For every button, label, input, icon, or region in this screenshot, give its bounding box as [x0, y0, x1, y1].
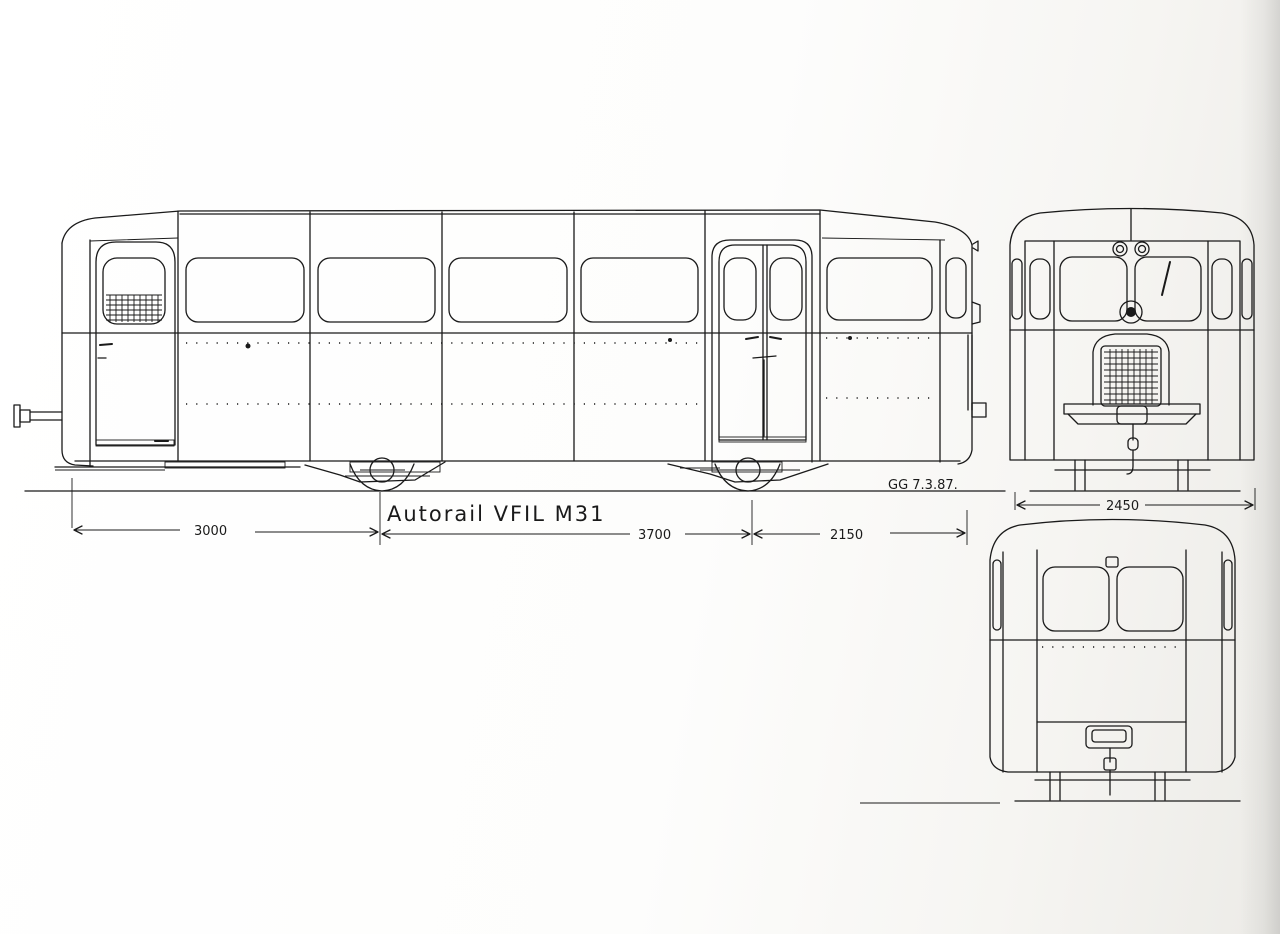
drafter-signature: GG 7.3.87. [888, 478, 958, 493]
dimension-lines: 3000 3700 2150 2450 [71, 478, 1256, 545]
roof-outline [61, 209, 973, 246]
marker-lamp [972, 240, 979, 252]
radiator-grille [1104, 349, 1158, 404]
coupler-left [13, 404, 63, 428]
dimension-left-span: 3000 [194, 524, 227, 539]
ventilation-grille [106, 294, 162, 322]
body-right-end [957, 244, 973, 465]
paper-edge-shadow [1240, 0, 1280, 934]
side-elevation: GG 7.3.87. Autorail VFIL M31 [13, 209, 1006, 526]
dimension-body-width: 2450 [1106, 499, 1139, 514]
dimension-wheelbase: 3700 [638, 528, 671, 543]
passenger-double-door [711, 239, 813, 463]
left-cab-door [95, 241, 176, 447]
drawing-title: Autorail VFIL M31 [387, 502, 605, 526]
side-windows [185, 257, 967, 323]
rear-elevation [860, 518, 1241, 804]
body-left-end [61, 242, 94, 467]
right-bogie [667, 457, 829, 492]
left-bogie [304, 457, 446, 492]
front-elevation [1009, 207, 1255, 492]
coupler-right [971, 402, 987, 418]
dimension-right-span: 2150 [830, 528, 863, 543]
panel-joints [177, 210, 821, 462]
